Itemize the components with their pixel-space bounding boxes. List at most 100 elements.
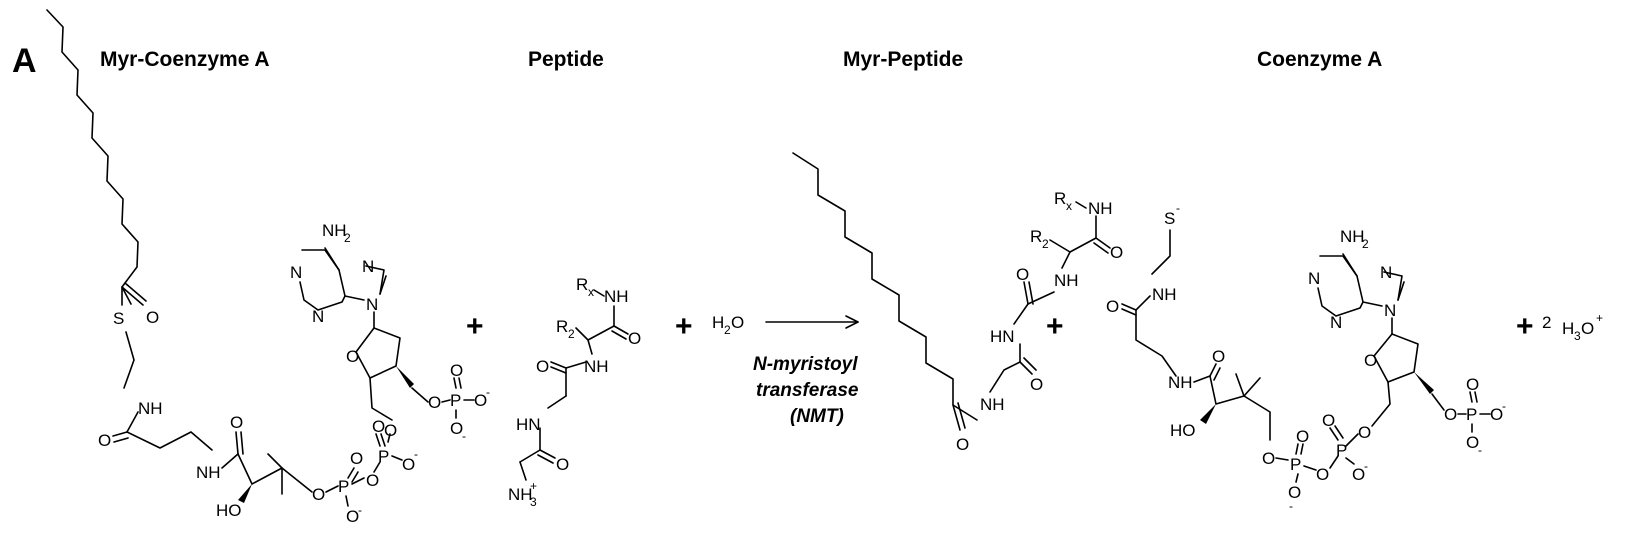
svg-text:O: O bbox=[1358, 423, 1371, 442]
svg-text:O: O bbox=[1322, 411, 1335, 430]
svg-text:x: x bbox=[588, 285, 594, 299]
svg-text:-: - bbox=[462, 429, 466, 443]
svg-text:O: O bbox=[346, 347, 359, 366]
enzyme-label: N-myristoyl transferase (NMT) bbox=[753, 354, 859, 427]
svg-text:2: 2 bbox=[1042, 237, 1049, 251]
svg-text:NH: NH bbox=[980, 395, 1005, 414]
svg-text:-: - bbox=[1289, 499, 1293, 513]
svg-text:O: O bbox=[956, 435, 969, 454]
svg-text:HN: HN bbox=[516, 415, 541, 434]
svg-text:O: O bbox=[402, 455, 415, 474]
svg-text:NH: NH bbox=[584, 357, 609, 376]
svg-text:NH: NH bbox=[604, 287, 629, 306]
header-peptide: Peptide bbox=[528, 48, 604, 71]
svg-text:+: + bbox=[1596, 311, 1603, 325]
hydronium-ion: H 3 O + bbox=[1562, 311, 1603, 343]
myr-coa-structure: O S NH O NH O HO O P O O - O P O bbox=[46, 9, 490, 526]
amide-nh: NH bbox=[138, 399, 163, 418]
svg-text:P: P bbox=[378, 447, 389, 466]
panel-label: A bbox=[12, 42, 37, 80]
peptide-structure: R x NH O R 2 NH O HN O NH 3 + bbox=[508, 275, 641, 509]
svg-text:NH: NH bbox=[322, 221, 347, 240]
svg-text:O: O bbox=[1110, 243, 1123, 262]
hydronium-coefficient: 2 bbox=[1542, 313, 1551, 332]
svg-text:-: - bbox=[358, 503, 362, 517]
svg-text:-: - bbox=[1176, 201, 1180, 215]
thioester-oxygen: O bbox=[146, 308, 159, 327]
header-coa: Coenzyme A bbox=[1257, 48, 1382, 71]
svg-text:O: O bbox=[628, 329, 641, 348]
svg-text:N: N bbox=[1380, 263, 1392, 282]
svg-text:O: O bbox=[98, 431, 111, 450]
svg-text:O: O bbox=[474, 391, 487, 410]
svg-text:(NMT): (NMT) bbox=[790, 406, 844, 427]
svg-text:N-myristoyl: N-myristoyl bbox=[753, 354, 858, 375]
svg-text:3: 3 bbox=[530, 495, 537, 509]
svg-text:N: N bbox=[1330, 313, 1342, 332]
svg-text:3: 3 bbox=[1574, 329, 1581, 343]
svg-text:transferase: transferase bbox=[756, 380, 859, 401]
svg-text:O: O bbox=[312, 485, 325, 504]
myristoyl-chain bbox=[46, 9, 139, 305]
reaction-arrow bbox=[765, 315, 859, 329]
svg-text:HO: HO bbox=[216, 501, 242, 520]
svg-text:S: S bbox=[1164, 209, 1175, 228]
svg-text:O: O bbox=[1288, 483, 1301, 502]
svg-text:O: O bbox=[1444, 405, 1457, 424]
svg-text:O: O bbox=[450, 361, 463, 380]
svg-text:-: - bbox=[414, 447, 418, 461]
svg-text:O: O bbox=[450, 419, 463, 438]
svg-text:O: O bbox=[1106, 297, 1119, 316]
header-myr-peptide: Myr-Peptide bbox=[843, 48, 963, 71]
svg-text:N: N bbox=[1384, 301, 1396, 320]
svg-text:O: O bbox=[1030, 375, 1043, 394]
svg-text:H: H bbox=[1562, 319, 1574, 338]
thioester-sulfur: S bbox=[113, 309, 124, 328]
svg-text:NH: NH bbox=[508, 485, 533, 504]
svg-text:O: O bbox=[556, 455, 569, 474]
svg-text:P: P bbox=[1290, 455, 1301, 474]
plus-sign-1: + bbox=[466, 310, 484, 343]
svg-text:P: P bbox=[1466, 405, 1477, 424]
svg-text:NH: NH bbox=[1340, 227, 1365, 246]
svg-text:O: O bbox=[1364, 351, 1377, 370]
svg-text:HN: HN bbox=[990, 327, 1015, 346]
svg-text:R: R bbox=[1030, 227, 1042, 246]
svg-text:O: O bbox=[1296, 427, 1309, 446]
svg-text:x: x bbox=[1066, 199, 1072, 213]
svg-text:O: O bbox=[1262, 449, 1275, 468]
svg-text:-: - bbox=[486, 385, 490, 399]
svg-text:O: O bbox=[1490, 405, 1503, 424]
svg-text:O: O bbox=[372, 417, 385, 436]
svg-text:R: R bbox=[1054, 189, 1066, 208]
svg-text:P: P bbox=[450, 391, 461, 410]
svg-text:O: O bbox=[1212, 347, 1225, 366]
svg-text:P: P bbox=[338, 477, 349, 496]
svg-text:NH: NH bbox=[196, 463, 221, 482]
svg-text:+: + bbox=[530, 479, 537, 493]
svg-text:NH: NH bbox=[1168, 373, 1193, 392]
svg-text:H: H bbox=[712, 313, 724, 332]
svg-text:-: - bbox=[1364, 459, 1368, 473]
svg-text:N: N bbox=[366, 295, 378, 314]
svg-text:O: O bbox=[366, 471, 379, 490]
myr-peptide-structure: O NH O HN O NH R 2 O NH R x bbox=[792, 152, 1123, 454]
svg-text:N: N bbox=[1308, 269, 1320, 288]
svg-text:R: R bbox=[576, 275, 588, 294]
svg-text:NH: NH bbox=[1054, 271, 1079, 290]
svg-text:NH: NH bbox=[1152, 285, 1177, 304]
svg-text:N: N bbox=[290, 263, 302, 282]
plus-sign-2: + bbox=[675, 310, 693, 343]
svg-text:2: 2 bbox=[1362, 237, 1369, 251]
header-myr-coa: Myr-Coenzyme A bbox=[100, 48, 270, 71]
svg-text:R: R bbox=[556, 317, 568, 336]
svg-text:HO: HO bbox=[1170, 421, 1196, 440]
coa-structure: S - NH O NH O HO O P O O - O P O bbox=[1106, 201, 1506, 513]
plus-sign-3: + bbox=[1046, 310, 1064, 343]
svg-text:-: - bbox=[1502, 399, 1506, 413]
svg-text:O: O bbox=[230, 413, 243, 432]
svg-text:O: O bbox=[384, 421, 397, 440]
svg-text:O: O bbox=[350, 449, 363, 468]
